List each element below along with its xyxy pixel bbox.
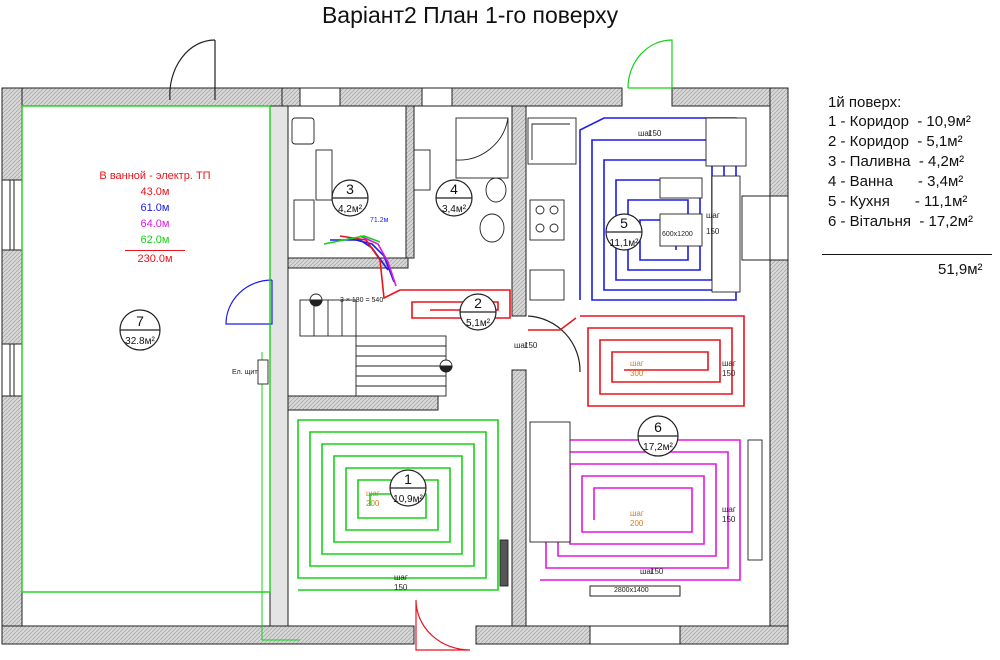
page-title: Варіант2 План 1-го поверху: [321, 2, 619, 28]
loop-length: 61.0м: [140, 202, 170, 214]
room7-area: 32.8м²: [125, 336, 155, 347]
pitch-word: шаг: [706, 211, 720, 220]
room-markers: [119, 179, 679, 507]
room3-number: 3: [346, 181, 354, 197]
legend-row: 5 - Кухня - 11,1м²: [828, 193, 968, 210]
pitch-word: шаг: [394, 573, 408, 582]
loop-length: 43.0м: [140, 186, 170, 198]
pitch-value: 150: [648, 129, 662, 138]
pitch-word: шаг: [630, 509, 644, 518]
legend-row: 6 - Вітальня - 17,2м²: [828, 213, 974, 230]
legend-heading: 1й поверх:: [828, 94, 902, 111]
pitch-value: 150: [722, 515, 736, 524]
stair-label: 3 × 180 = 540: [340, 297, 383, 304]
pitch-word: шаг: [638, 129, 652, 138]
pitch-value: 150: [722, 369, 736, 378]
room1-number: 1: [404, 471, 412, 487]
room3-area: 4,2м²: [338, 204, 363, 215]
window-dim-label: 2800х1400: [614, 587, 649, 594]
room6-number: 6: [654, 419, 662, 435]
bath-note-heading: В ванной - электр. ТП: [99, 170, 211, 182]
room7-connector: [261, 352, 300, 641]
pitch-value: 300: [630, 369, 644, 378]
legend-row: 1 - Коридор - 10,9м²: [828, 113, 971, 130]
pitch-word: шаг: [630, 359, 644, 368]
pitch-word: шаг: [640, 567, 654, 576]
bath-note: В ванной - электр. ТП 43.0м 61.0м 64.0м …: [60, 168, 250, 267]
room7-number: 7: [136, 313, 144, 329]
el-shield-label: Ел. щит: [232, 369, 258, 376]
loop-length-label: 71.2м: [370, 217, 389, 224]
room4-area: 3,4м²: [442, 204, 467, 215]
legend-total: 51,9м²: [938, 261, 983, 278]
room1-area: 10,9м²: [393, 494, 423, 505]
pitch-word: шаг: [366, 489, 380, 498]
legend-row: 2 - Коридор - 5,1м²: [828, 133, 963, 150]
pitch-value: 150: [524, 341, 538, 350]
room5-number: 5: [620, 215, 628, 231]
room2-number: 2: [474, 295, 482, 311]
fixtures: [257, 117, 763, 587]
legend-row: 3 - Паливна - 4,2м²: [828, 153, 965, 170]
loop-length: 62.0м: [140, 234, 170, 246]
pitch-value: 150: [650, 567, 664, 576]
loop-total: 230.0м: [137, 253, 173, 265]
room2-area: 5,1м²: [466, 318, 491, 329]
loop-length: 64.0м: [140, 218, 170, 230]
pitch-value: 150: [706, 227, 720, 236]
doors: [169, 39, 673, 651]
fridge-label: 600х1200: [662, 231, 693, 238]
room7-outline: [21, 105, 271, 593]
pitch-value: 200: [630, 519, 644, 528]
pitch-value: 200: [366, 499, 380, 508]
windows: [1, 87, 789, 645]
corridor-heating-loop: [297, 235, 499, 591]
stairs: [299, 293, 453, 397]
legend-row: 4 - Ванна - 3,4м²: [828, 173, 964, 190]
pitch-word: шаг: [722, 505, 736, 514]
pitch-word: шаг: [722, 359, 736, 368]
living-heating-loop: [339, 235, 745, 407]
room5-area: 11,1м²: [610, 238, 640, 249]
pitch-word: шаг: [514, 341, 528, 350]
room4-number: 4: [450, 181, 458, 197]
pitch-value: 150: [394, 583, 408, 592]
room6-area: 17,2м²: [643, 442, 673, 453]
legend-divider: [822, 254, 992, 255]
